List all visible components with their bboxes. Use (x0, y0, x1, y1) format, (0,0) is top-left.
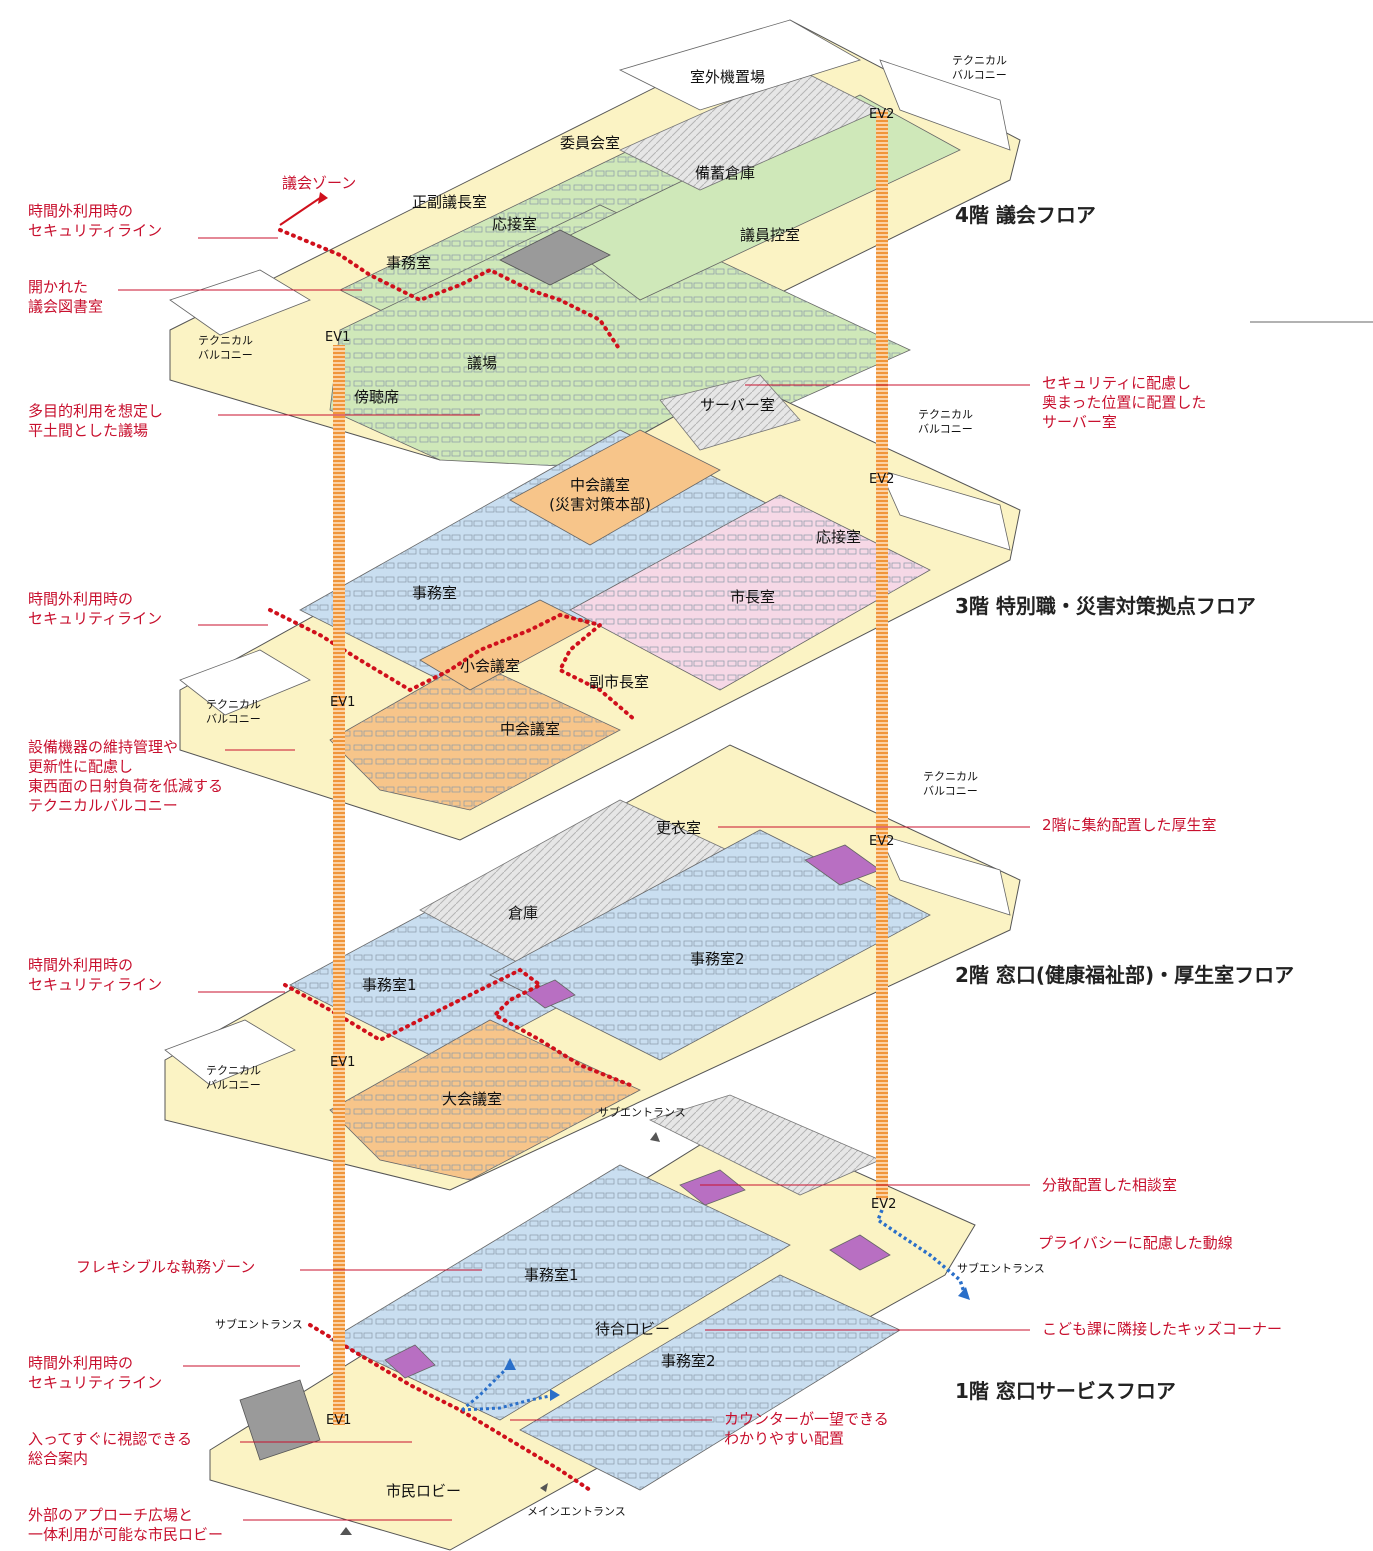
room-label: 大会議室 (442, 1090, 502, 1108)
room-label: 事務室 (386, 254, 431, 272)
room-label: 事務室2 (661, 1352, 716, 1370)
room-label: 備蓄倉庫 (695, 164, 755, 182)
annotation: フレキシブルな執務ゾーン (76, 1258, 255, 1276)
floor-title: 2階 窓口(健康福祉部)・厚生室フロア (955, 963, 1294, 987)
balcony-label: テクニカルバルコニー (918, 408, 973, 435)
floor-1-plan (209, 1094, 976, 1551)
room-label: 事務室1 (362, 976, 417, 994)
balcony-label: テクニカルバルコニー (952, 54, 1007, 81)
room-label: 正副議長室 (412, 193, 487, 211)
ev1-shaft (333, 345, 345, 1425)
balcony-label: テクニカルバルコニー (923, 770, 978, 797)
room-label: 副市長室 (589, 673, 649, 691)
ev-label: EV1 (330, 1055, 355, 1070)
floor-title: 3階 特別職・災害対策拠点フロア (955, 594, 1256, 618)
room-label: 中会議室 (500, 720, 560, 738)
entrance-label: サブエントランス (215, 1317, 303, 1331)
annotation: 設備機器の維持管理や更新性に配慮し東西面の日射負荷を低減するテクニカルバルコニー (28, 738, 223, 815)
room-label: 更衣室 (656, 819, 701, 837)
entrance-label: メインエントランス (527, 1505, 626, 1518)
annotation: カウンターが一望できるわかりやすい配置 (724, 1410, 889, 1448)
balcony-label: テクニカルバルコニー (198, 334, 253, 361)
entrance-label: サブエントランス (957, 1261, 1045, 1275)
ev-label: EV1 (326, 1413, 351, 1428)
annotation: 多目的利用を想定し平土間とした議場 (28, 402, 163, 440)
annotation: プライバシーに配慮した動線 (1038, 1234, 1233, 1252)
floor-4-plan (169, 19, 1021, 471)
balcony-label: テクニカルバルコニー (206, 1064, 261, 1091)
ev2-shaft (876, 110, 888, 1200)
annotation: 外部のアプローチ広場と一体利用が可能な市民ロビー (28, 1506, 223, 1544)
room-label: 市長室 (730, 588, 775, 606)
annotation: 開かれた議会図書室 (28, 278, 103, 316)
annotation: 時間外利用時のセキュリティライン (28, 202, 162, 240)
room-label: 事務室 (412, 584, 457, 602)
room-label: サーバー室 (700, 396, 775, 414)
annotation: 時間外利用時のセキュリティライン (28, 956, 162, 994)
entrance-label: サブエントランス (598, 1105, 686, 1119)
room-label: 傍聴席 (354, 388, 399, 406)
room-label: 事務室2 (690, 950, 745, 968)
ev-label: EV1 (330, 695, 355, 710)
annotation: セキュリティに配慮し奥まった位置に配置したサーバー室 (1042, 374, 1206, 431)
annotation: 分散配置した相談室 (1042, 1176, 1177, 1194)
ev-label: EV2 (869, 834, 894, 849)
room-label: 議員控室 (740, 226, 800, 244)
room-label: 倉庫 (508, 904, 538, 922)
floor-title: 4階 議会フロア (955, 203, 1096, 227)
balcony-label: テクニカルバルコニー (206, 698, 261, 725)
room-label: 待合ロビー (595, 1320, 670, 1338)
annotation: 2階に集約配置した厚生室 (1042, 816, 1217, 834)
room-label-multiline: 中会議室(災害対策本部) (549, 476, 651, 514)
annotation: 時間外利用時のセキュリティライン (28, 590, 162, 628)
ev-label: EV2 (871, 1197, 896, 1212)
room-label: 室外機置場 (690, 68, 765, 86)
ev-label: EV2 (869, 472, 894, 487)
room-label: 事務室1 (524, 1266, 579, 1284)
room-label: 小会議室 (460, 657, 520, 675)
annotation: 時間外利用時のセキュリティライン (28, 1354, 162, 1392)
annotation: 入ってすぐに視認できる総合案内 (28, 1430, 192, 1468)
room-label: 委員会室 (560, 134, 620, 152)
floor-title: 1階 窓口サービスフロア (955, 1379, 1176, 1403)
floor-3-plan (179, 374, 1021, 841)
floor-2-plan (164, 744, 1021, 1191)
ev-label: EV2 (869, 107, 894, 122)
room-label: 市民ロビー (386, 1482, 461, 1500)
zone-label: 議会ゾーン (282, 174, 356, 192)
room-label: 応接室 (816, 528, 861, 546)
annotation: こども課に隣接したキッズコーナー (1042, 1320, 1282, 1338)
room-label: 議場 (467, 354, 497, 372)
room-label: 応接室 (492, 215, 537, 233)
ev-label: EV1 (325, 330, 350, 345)
